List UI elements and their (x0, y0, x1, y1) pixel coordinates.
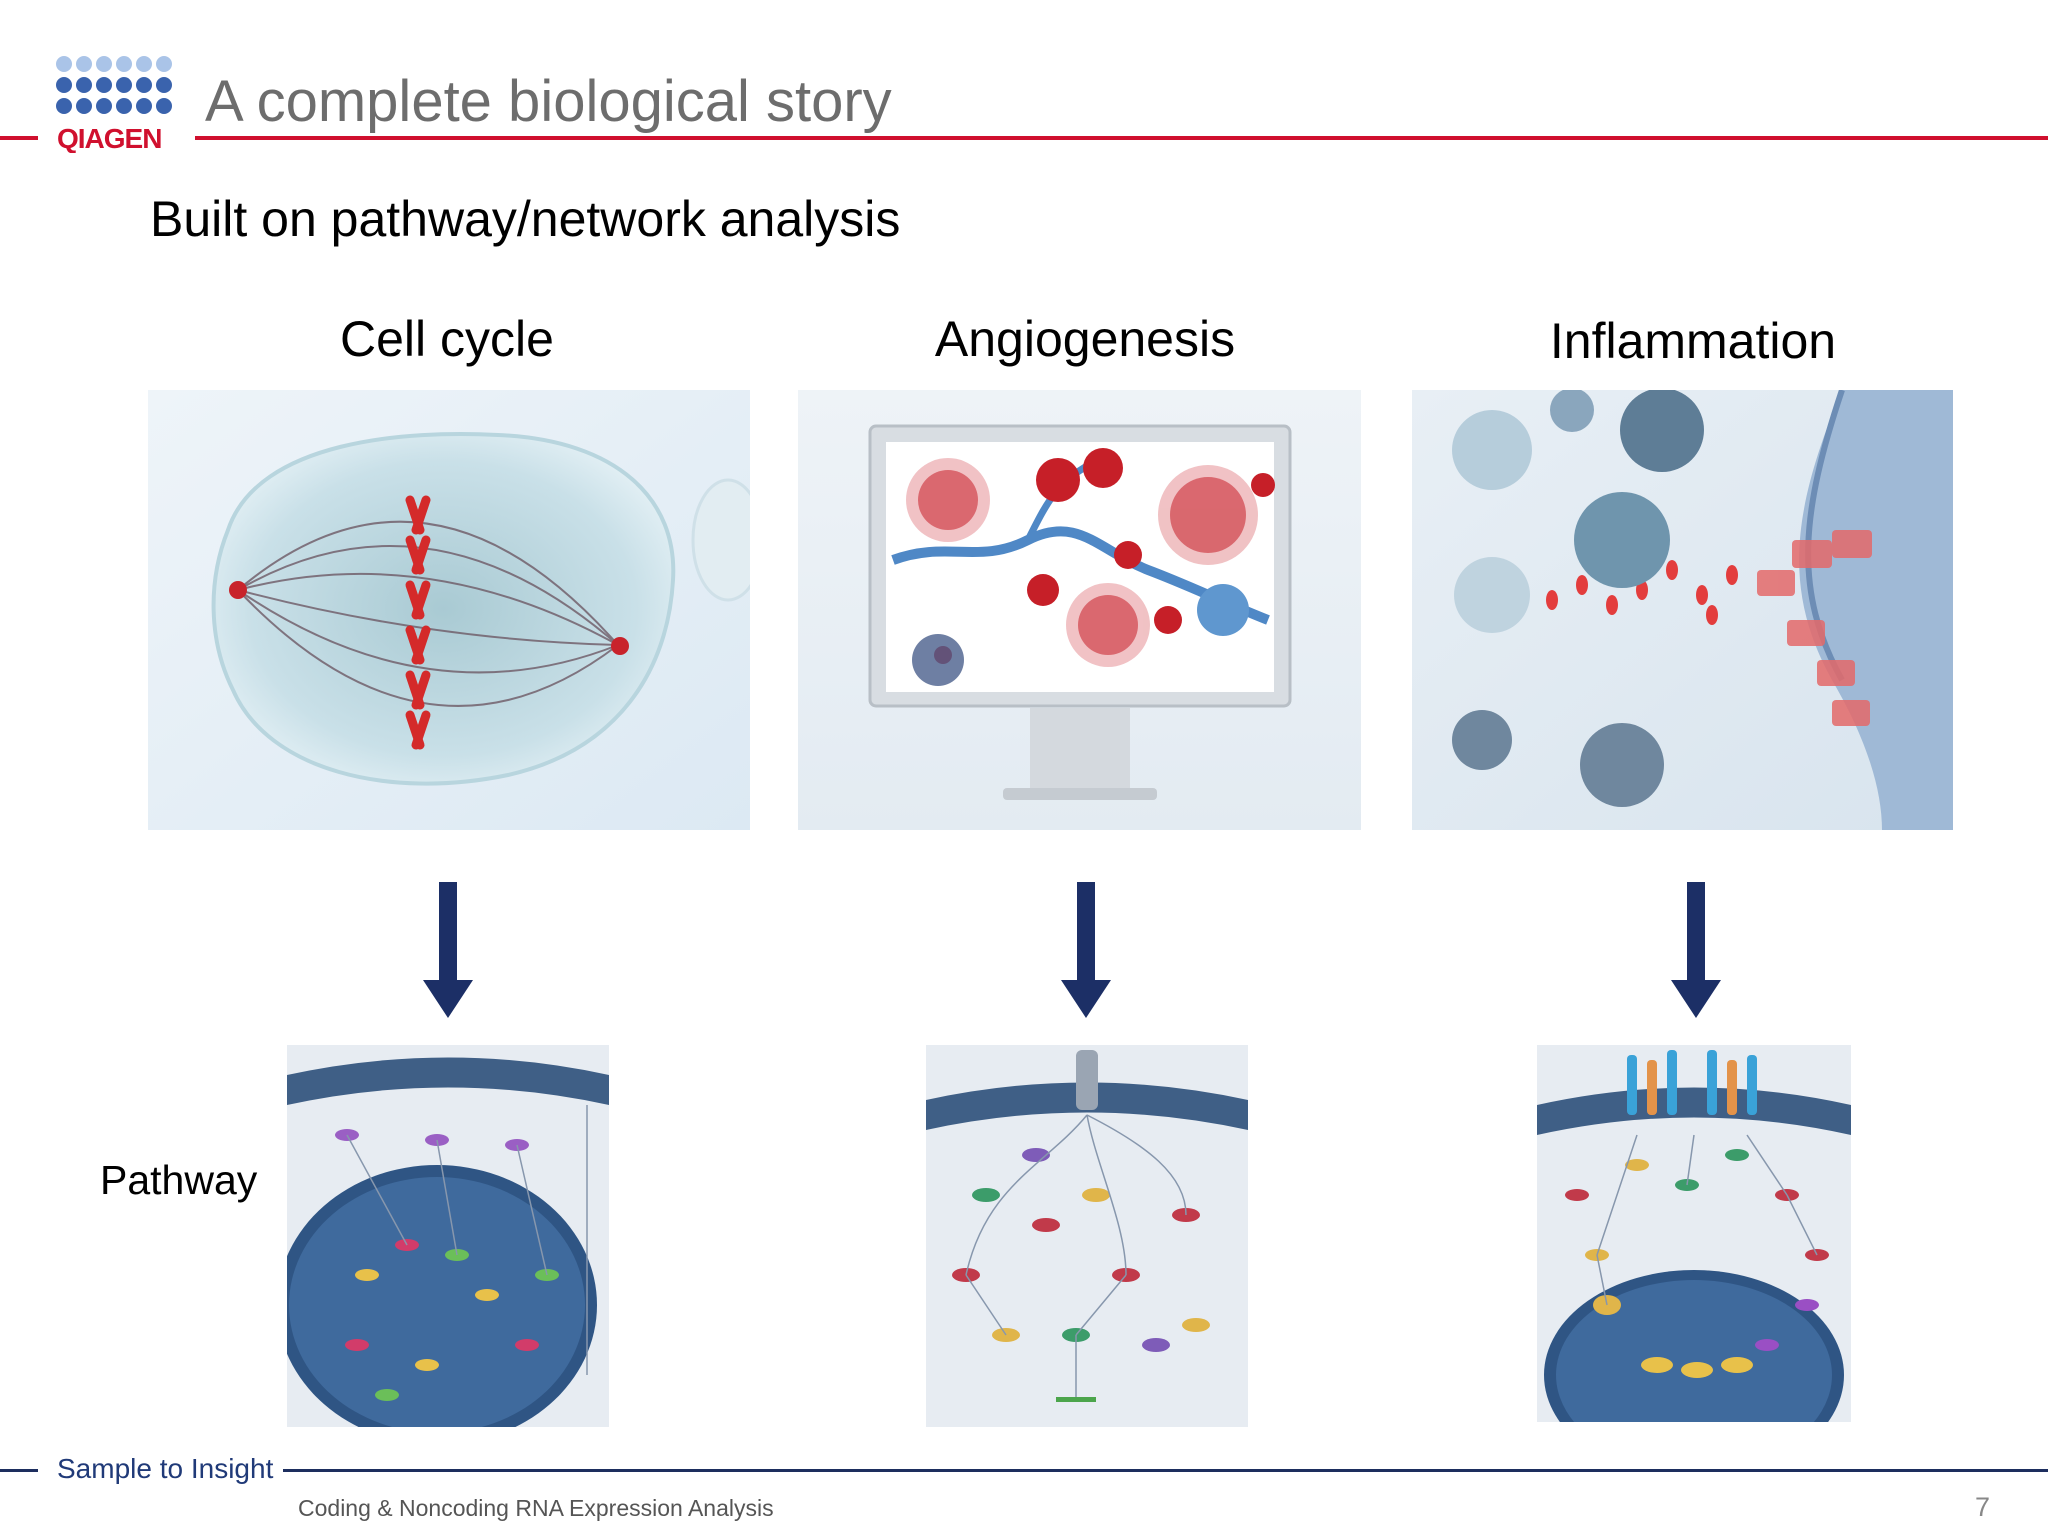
qiagen-logo: QIAGEN (55, 55, 180, 153)
angiogenesis-pathway-diagram (926, 1045, 1248, 1427)
column-heading-cell-cycle: Cell cycle (340, 311, 554, 367)
immune-cells-icon (1412, 390, 1953, 830)
arrow-down-icon (1061, 882, 1111, 1018)
pathway-diagram-icon (1537, 1045, 1851, 1422)
column-heading-angiogenesis: Angiogenesis (934, 311, 1236, 367)
pathway-row-label: Pathway (100, 1157, 258, 1203)
page-number: 7 (1975, 1492, 1991, 1522)
monitor-blood-vessel-icon (798, 390, 1361, 830)
inflammation-illustration (1412, 390, 1953, 830)
arrow-down-icon (423, 882, 473, 1018)
pathway-diagram-icon (287, 1045, 609, 1427)
slide-subtitle: Built on pathway/network analysis (150, 191, 901, 247)
column-heading-inflammation: Inflammation (1549, 313, 1837, 369)
header-rule-left (0, 136, 38, 140)
footer-rule-left (0, 1469, 38, 1472)
svg-text:QIAGEN: QIAGEN (57, 123, 161, 153)
presentation-title: Coding & Noncoding RNA Expression Analys… (298, 1495, 774, 1521)
footer-rule (283, 1469, 2048, 1472)
slide-title: A complete biological story (205, 69, 892, 134)
cell-cycle-illustration (148, 390, 750, 830)
angiogenesis-illustration (798, 390, 1361, 830)
arrow-down-icon (1671, 882, 1721, 1018)
footer-tagline: Sample to Insight (57, 1453, 274, 1484)
mitotic-cell-icon (148, 390, 750, 830)
pathway-diagram-icon (926, 1045, 1248, 1427)
header-rule (195, 136, 2048, 140)
logo-dots-icon: QIAGEN (56, 56, 172, 153)
cell-cycle-pathway-diagram (287, 1045, 609, 1427)
inflammation-pathway-diagram (1537, 1045, 1851, 1422)
